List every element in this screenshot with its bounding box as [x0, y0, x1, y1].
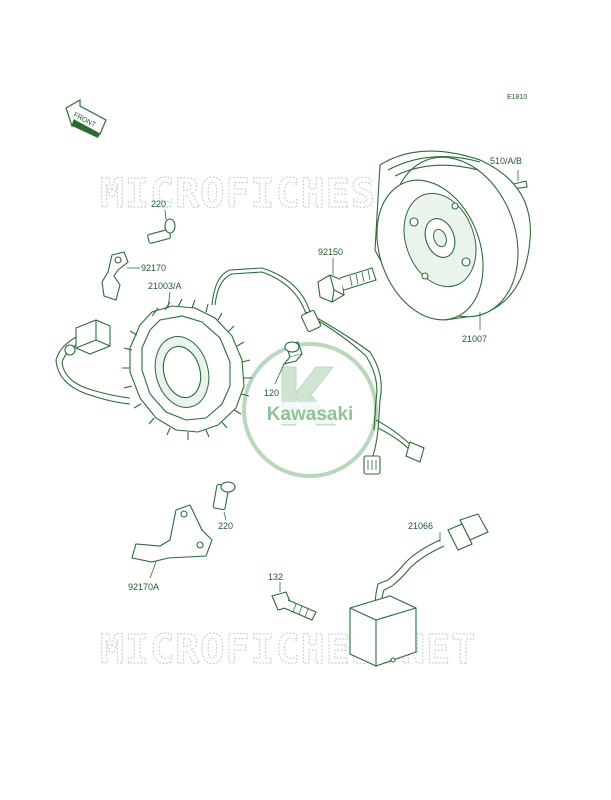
bolt-92150	[317, 258, 377, 303]
front-arrow-icon: FRONT	[65, 98, 107, 138]
bracket-92170A	[131, 504, 213, 579]
label-92170: 92170	[141, 263, 166, 273]
diagram-code: E1810	[507, 94, 527, 101]
label-120: 120	[264, 388, 279, 398]
watermark-bottom: MICROFICHES.NET	[100, 627, 476, 673]
bolt-120	[274, 341, 303, 385]
svg-text:Kawasaki: Kawasaki	[267, 404, 354, 425]
wiring-harness	[55, 267, 425, 475]
label-21066: 21066	[408, 521, 433, 531]
kawasaki-logo: Kawasaki	[242, 342, 378, 478]
label-21007: 21007	[462, 334, 487, 344]
label-510: 510/A/B	[490, 156, 522, 166]
bolt-132	[271, 582, 317, 621]
stator-21003	[122, 291, 252, 440]
bracket-92170	[101, 251, 140, 301]
label-92150: 92150	[318, 247, 343, 257]
label-220-bottom: 220	[218, 521, 233, 531]
label-21003: 21003/A	[148, 281, 182, 291]
label-132: 132	[268, 572, 283, 582]
label-92170A: 92170A	[128, 582, 159, 592]
screw-220-top	[147, 209, 176, 244]
screw-220-bottom	[212, 481, 236, 521]
regulator	[349, 595, 417, 667]
label-220-top: 220	[151, 199, 166, 209]
flywheel-21007	[374, 150, 531, 330]
